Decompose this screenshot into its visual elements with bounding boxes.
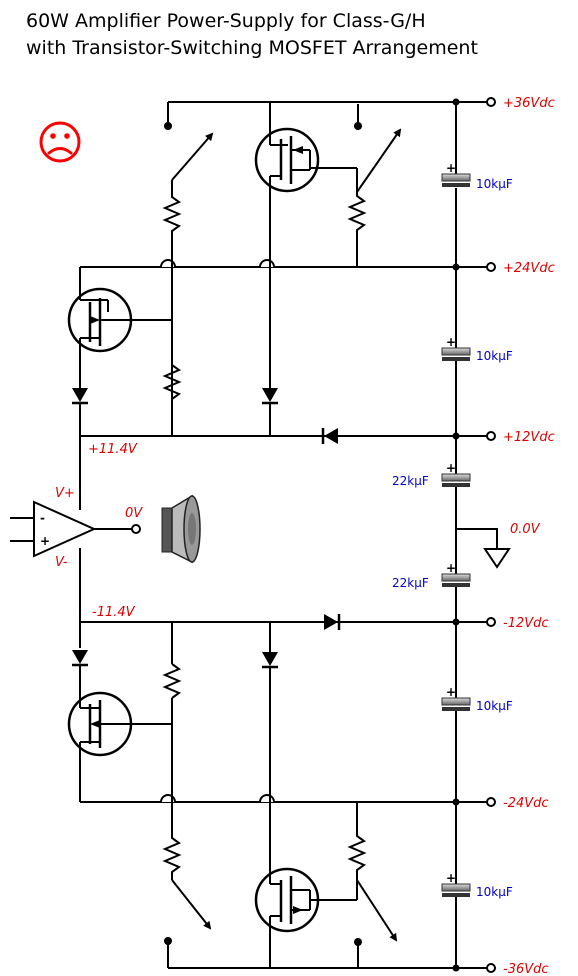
mosfet-top xyxy=(254,102,357,267)
switch-branch-bottom xyxy=(162,802,212,930)
node-label-minus-supply: -11.4V xyxy=(92,605,136,620)
rail-label-plus-36: +36Vdc xyxy=(503,96,555,111)
rail-label-plus-24: +24Vdc xyxy=(503,261,555,276)
capacitor-1: + xyxy=(441,161,471,187)
cap-label-6: 10kµF xyxy=(476,885,513,899)
capacitor-6: + xyxy=(441,871,471,897)
diode-left-top xyxy=(72,388,88,405)
capacitor-2: + xyxy=(441,335,471,361)
switch-branch-top-right xyxy=(347,104,402,267)
diode-mid-top xyxy=(262,267,278,436)
cap-label-3: 22kµF xyxy=(392,474,429,488)
switch-branch-top xyxy=(162,132,214,436)
mosfet-lower-left xyxy=(67,691,172,757)
svg-text:+: + xyxy=(446,161,456,175)
capacitor-5: + xyxy=(441,685,471,711)
speaker-icon xyxy=(161,494,201,564)
rail-label-minus-24: -24Vdc xyxy=(503,796,549,811)
resistor-upper-left xyxy=(162,364,182,400)
title-line-2: with Transistor-Switching MOSFET Arrange… xyxy=(26,37,478,59)
svg-text:+: + xyxy=(446,871,456,885)
node-label-plus-supply: +11.4V xyxy=(88,442,138,457)
opamp-vplus-label: V+ xyxy=(55,486,75,501)
rail-label-plus-12: +12Vdc xyxy=(503,430,555,445)
op-amp: - + V+ V- xyxy=(10,486,141,570)
cap-label-5: 10kµF xyxy=(476,699,513,713)
rail-label-minus-12: -12Vdc xyxy=(503,616,549,631)
diode-left-bottom xyxy=(72,650,88,667)
diode-mid-bottom xyxy=(262,622,278,802)
rail-minus-36 xyxy=(164,937,496,973)
cap-label-2: 10kµF xyxy=(476,349,513,363)
rail-plus-36 xyxy=(164,97,496,130)
svg-text:-: - xyxy=(40,511,45,525)
node-label-output: 0V xyxy=(125,506,143,521)
rail-minus-12 xyxy=(80,617,496,627)
capacitor-4: + xyxy=(441,561,471,587)
capacitor-3: + xyxy=(441,461,471,487)
opamp-vminus-label: V- xyxy=(55,555,68,570)
node-label-ground: 0.0V xyxy=(510,522,541,537)
svg-text:+: + xyxy=(446,685,456,699)
svg-text:+: + xyxy=(446,461,456,475)
diode-rail-plus-12 xyxy=(321,428,338,444)
cap-label-1: 10kµF xyxy=(476,177,513,191)
rail-plus-12 xyxy=(80,431,496,441)
rail-minus-24 xyxy=(80,797,496,807)
sad-face-icon xyxy=(39,121,81,163)
cap-label-4: 22kµF xyxy=(392,576,429,590)
diode-rail-minus-12 xyxy=(324,614,341,630)
mosfet-bottom xyxy=(254,802,357,968)
svg-text:+: + xyxy=(40,534,50,548)
rail-plus-24 xyxy=(80,262,496,272)
mosfet-upper-left xyxy=(67,287,172,353)
resistor-lower-left xyxy=(162,622,182,802)
title-line-1: 60W Amplifier Power-Supply for Class-G/H xyxy=(26,10,426,32)
svg-text:+: + xyxy=(446,561,456,575)
svg-text:+: + xyxy=(446,335,456,349)
switch-branch-bottom-right xyxy=(347,802,398,968)
ground-symbol xyxy=(456,528,511,569)
rail-label-minus-36: -36Vdc xyxy=(503,962,549,976)
